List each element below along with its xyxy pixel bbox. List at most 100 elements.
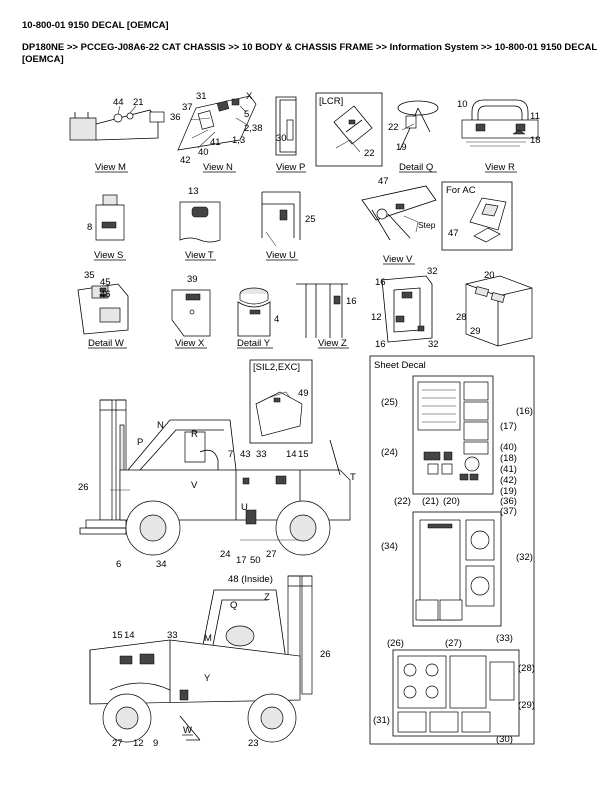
- sheet-decal-b: [412, 511, 502, 627]
- callout-47-v: 47: [378, 176, 389, 187]
- letter-v: V: [191, 480, 198, 491]
- callout-39: 39: [187, 274, 198, 285]
- callout-18-sheet: (18): [500, 453, 517, 464]
- callout-26-sheet: (26): [387, 638, 404, 649]
- view-n-label: View N: [203, 162, 233, 173]
- sheet-decal-panel: [369, 355, 535, 745]
- callout-21-sheet: (21): [422, 496, 439, 507]
- breadcrumb: DP180NE >> PCCEG-J08A6-22 CAT CHASSIS >>…: [22, 42, 597, 65]
- lcr-tag: [LCR]: [319, 96, 343, 107]
- forklift-rear-drawing: [89, 575, 313, 743]
- callout-43: 43: [240, 449, 251, 460]
- callout-28-sheet: (28): [518, 663, 535, 674]
- view-t-drawing: [179, 201, 221, 243]
- letter-m: M: [204, 633, 212, 644]
- callout-25: 25: [305, 214, 316, 225]
- callout-47-ac: 47: [448, 228, 459, 239]
- callout-16-z: 16: [346, 296, 357, 307]
- callout-40-sheet: (40): [500, 442, 517, 453]
- callout-37-sheet: (37): [500, 506, 517, 517]
- forklift-side-drawing: [79, 399, 351, 556]
- letter-u: U: [241, 502, 248, 513]
- sil-exc-drawing: [255, 391, 303, 437]
- callout-32-b: 32: [428, 339, 439, 350]
- letter-q: Q: [230, 600, 237, 611]
- callout-22-q: 22: [388, 122, 399, 133]
- page-title: 10-800-01 9150 DECAL [OEMCA]: [22, 20, 169, 31]
- callout-41: 41: [210, 137, 221, 148]
- callout-30-sheet: (30): [496, 734, 513, 745]
- callout-16-b: 16: [375, 339, 386, 350]
- for-ac-box: [441, 181, 513, 251]
- callout-17-sheet: (17): [500, 421, 517, 432]
- callout-22-lcr: 22: [364, 148, 375, 159]
- callout-17: 17: [236, 555, 247, 566]
- inside-tag: 48 (Inside): [228, 574, 273, 585]
- callout-4: 4: [274, 314, 279, 325]
- callout-13: 13: [188, 186, 199, 197]
- letter-x: X: [246, 91, 253, 102]
- callout-27-b: 27: [112, 738, 123, 749]
- letter-p: P: [137, 437, 143, 448]
- view-x-drawing: [171, 289, 211, 337]
- mast-view-drawing: [381, 275, 433, 343]
- callout-15-b: 15: [112, 630, 123, 641]
- view-s-label: View S: [94, 250, 123, 261]
- callout-40: 40: [198, 147, 209, 158]
- callout-29: 29: [470, 326, 481, 337]
- detail-w-drawing: [77, 283, 129, 335]
- callout-15-a: 15: [298, 449, 309, 460]
- sheet-decal-a: [412, 375, 494, 495]
- detail-q-drawing: [397, 100, 439, 151]
- letter-n: N: [157, 420, 164, 431]
- view-m-label: View M: [95, 162, 126, 173]
- callout-37: 37: [182, 102, 193, 113]
- callout-10: 10: [457, 99, 468, 110]
- view-z-drawing: [296, 283, 348, 338]
- callout-33-sheet: (33): [496, 633, 513, 644]
- callout-33-b: 33: [167, 630, 178, 641]
- callout-35: 35: [84, 270, 95, 281]
- callout-24-sheet: (24): [381, 447, 398, 458]
- callout-2-38: 2,38: [244, 123, 263, 134]
- callout-41-sheet: (41): [500, 464, 517, 475]
- detail-y-label: Detail Y: [237, 338, 271, 349]
- callout-16-a: 16: [375, 277, 386, 288]
- callout-8: 8: [87, 222, 92, 233]
- view-x-label: View X: [175, 338, 205, 349]
- callout-36: 36: [170, 112, 181, 123]
- callout-32-a: 32: [427, 266, 438, 277]
- callout-6: 6: [116, 559, 121, 570]
- callout-46: 46: [100, 289, 111, 300]
- callout-1-3: 1,3: [232, 135, 245, 146]
- view-r-drawing: [461, 99, 539, 147]
- view-n-drawing: [177, 95, 257, 151]
- callout-7: 7: [228, 449, 233, 460]
- callout-12-b: 12: [133, 738, 144, 749]
- callout-11: 11: [530, 111, 540, 122]
- callout-33-a: 33: [256, 449, 267, 460]
- callout-26-b: 26: [320, 649, 331, 660]
- callout-25-sheet: (25): [381, 397, 398, 408]
- callout-22-sheet: (22): [394, 496, 411, 507]
- detail-w-label: Detail W: [88, 338, 124, 349]
- callout-27-a: 27: [266, 549, 277, 560]
- callout-18: 18: [530, 135, 541, 146]
- view-m-drawing: [69, 105, 165, 141]
- callout-42-sheet: (42): [500, 475, 517, 486]
- callout-45: 45: [100, 277, 111, 288]
- callout-21: 21: [133, 97, 144, 108]
- sil-exc-box: [249, 359, 313, 444]
- callout-31-sheet: (31): [373, 715, 390, 726]
- letter-y: Y: [204, 673, 211, 684]
- for-ac-drawing: [469, 197, 507, 243]
- lcr-box: [315, 92, 383, 167]
- callout-5: 5: [244, 109, 249, 120]
- sheet-decal-c: [392, 649, 520, 737]
- letter-t: T: [350, 472, 356, 483]
- letter-z: Z: [264, 592, 270, 603]
- detail-y-drawing: [237, 287, 271, 337]
- callout-14-b: 14: [124, 630, 135, 641]
- callout-32-sheet: (32): [516, 552, 533, 563]
